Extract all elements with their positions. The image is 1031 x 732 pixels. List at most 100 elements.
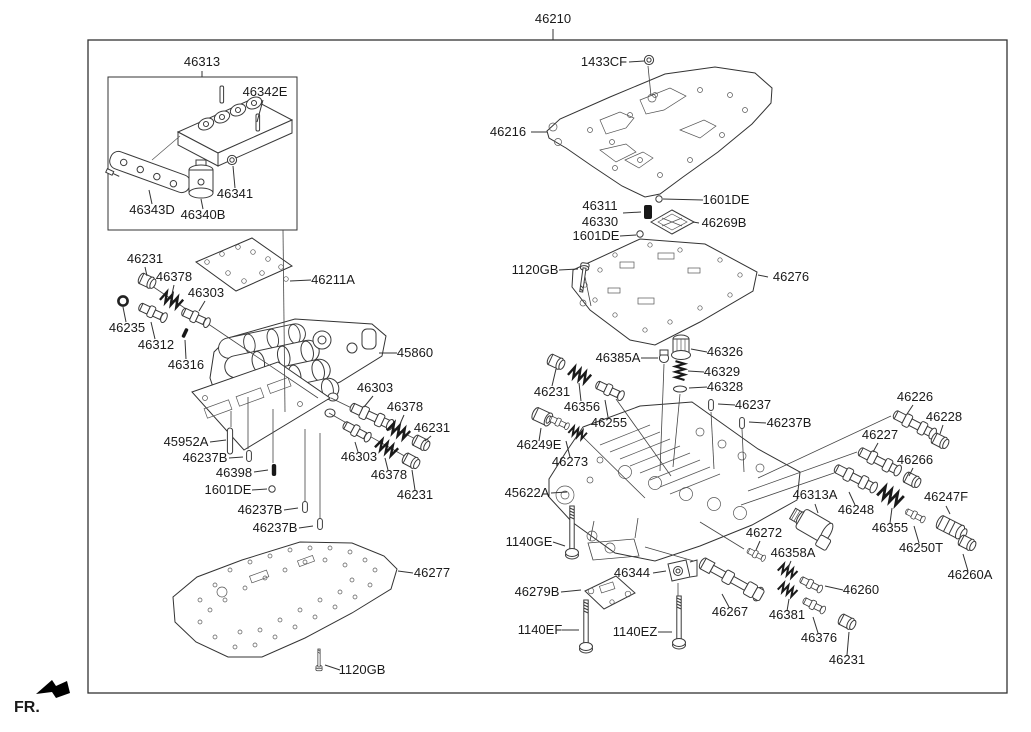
label-46303-2: 46303 (357, 380, 393, 395)
plug-46231-2 (410, 433, 433, 453)
valve-46311-46330 (644, 205, 652, 219)
label-46231-2: 46231 (534, 384, 570, 399)
oring-46328 (673, 385, 687, 393)
pin-46237 (708, 399, 714, 411)
spring-46358a (776, 561, 799, 580)
separator-plate-46277-illustration (172, 541, 398, 658)
label-46378-2: 46378 (387, 399, 423, 414)
plug-46231-5 (836, 612, 859, 632)
label-45952a: 45952A (164, 434, 209, 449)
screw-1120gb-bottom (315, 648, 323, 672)
label-46279b: 46279B (515, 584, 560, 599)
label-46326: 46326 (707, 344, 743, 359)
label-46260a: 46260A (948, 567, 993, 582)
fr-indicator: FR. (14, 680, 70, 716)
label-1433cf: 1433CF (581, 54, 627, 69)
label-46328: 46328 (707, 379, 743, 394)
filter-46326 (671, 334, 691, 360)
label-45622a: 45622A (505, 485, 550, 500)
plate-46269b (649, 209, 696, 235)
plate-46211a-illustration (194, 237, 294, 292)
label-1120gb-2: 1120GB (339, 662, 386, 677)
solenoid-46340b-illustration (188, 159, 214, 199)
label-46211a: 46211A (311, 272, 355, 287)
label-46273: 46273 (552, 454, 588, 469)
label-1601de-3: 1601DE (205, 482, 252, 497)
label-46231-1: 46231 (127, 251, 163, 266)
label-46313a: 46313A (793, 487, 838, 502)
rail-46343d-illustration (109, 150, 191, 194)
label-46303-3: 46303 (341, 449, 377, 464)
label-1601de-1: 1601DE (703, 192, 750, 207)
label-1140ge: 1140GE (506, 534, 553, 549)
spring-46355 (875, 483, 906, 508)
label-46227: 46227 (862, 427, 898, 442)
bracket-rail-line (151, 135, 181, 161)
spring-46329 (674, 360, 686, 382)
label-46329: 46329 (704, 364, 740, 379)
label-46316: 46316 (168, 357, 204, 372)
valve-46267 (698, 557, 765, 602)
bolt-1140ef (579, 599, 593, 654)
label-46343d: 46343D (129, 202, 175, 217)
label-46249e: 46249E (517, 437, 562, 452)
cap-46385a (658, 349, 670, 364)
pin-46237b-1 (246, 450, 252, 462)
label-1140ez: 1140EZ (613, 624, 658, 639)
ball-1601de-bottom (268, 485, 276, 493)
pin-46398 (271, 464, 277, 476)
sleeve-46249e (531, 407, 554, 427)
solenoid-bracket-illustration (176, 85, 294, 167)
valve-46303-3 (340, 418, 374, 445)
label-46330: 46330 (582, 214, 618, 229)
valve-body-45622a-illustration (548, 401, 801, 562)
label-46312: 46312 (138, 337, 174, 352)
label-46313: 46313 (184, 54, 220, 69)
valve-46273 (547, 414, 571, 432)
label-46260: 46260 (843, 582, 879, 597)
label-46385a: 46385A (596, 350, 641, 365)
nut-46235 (117, 295, 129, 307)
label-46226: 46226 (897, 389, 933, 404)
valve-46260 (797, 574, 825, 595)
label-46358a: 46358A (771, 545, 816, 560)
label-46266: 46266 (897, 452, 933, 467)
label-1120gb-1: 1120GB (512, 262, 559, 277)
bolt-1140ez (672, 595, 686, 650)
plug-46266 (901, 470, 924, 490)
diagram-border (87, 39, 1008, 694)
label-46248: 46248 (838, 502, 874, 517)
bracket-46344 (667, 559, 698, 582)
label-46250t: 46250T (899, 540, 943, 555)
label-46303-1: 46303 (188, 285, 224, 300)
label-46376: 46376 (801, 630, 837, 645)
valve-46376 (800, 595, 828, 616)
label-45860: 45860 (397, 345, 433, 360)
pin-46342e-2 (255, 113, 261, 132)
label-46247f: 46247F (924, 489, 968, 504)
label-46231-4: 46231 (397, 487, 433, 502)
label-1601de-2: 1601DE (573, 228, 620, 243)
label-46237b-1: 46237B (767, 415, 812, 430)
label-46378-1: 46378 (156, 269, 192, 284)
pin-46342e-1 (219, 85, 225, 104)
label-46341: 46341 (217, 186, 253, 201)
label-46237b-4: 46237B (253, 520, 298, 535)
label-46267: 46267 (712, 604, 748, 619)
plate-46276-illustration (571, 238, 758, 346)
solenoid-assembly-box-46313 (105, 76, 298, 231)
label-46378-3: 46378 (371, 467, 407, 482)
plug-46231-4 (545, 352, 568, 372)
label-46235: 46235 (109, 320, 145, 335)
valve-body-45860-illustration (191, 318, 387, 451)
label-46340b: 46340B (181, 207, 226, 222)
pin-46237b-2 (302, 501, 308, 513)
label-46344: 46344 (614, 565, 650, 580)
spring-46356 (566, 364, 593, 385)
label-46255: 46255 (591, 415, 627, 430)
leader-lines (122, 29, 969, 671)
small-parts (117, 54, 979, 672)
plate-46279b (584, 575, 636, 610)
